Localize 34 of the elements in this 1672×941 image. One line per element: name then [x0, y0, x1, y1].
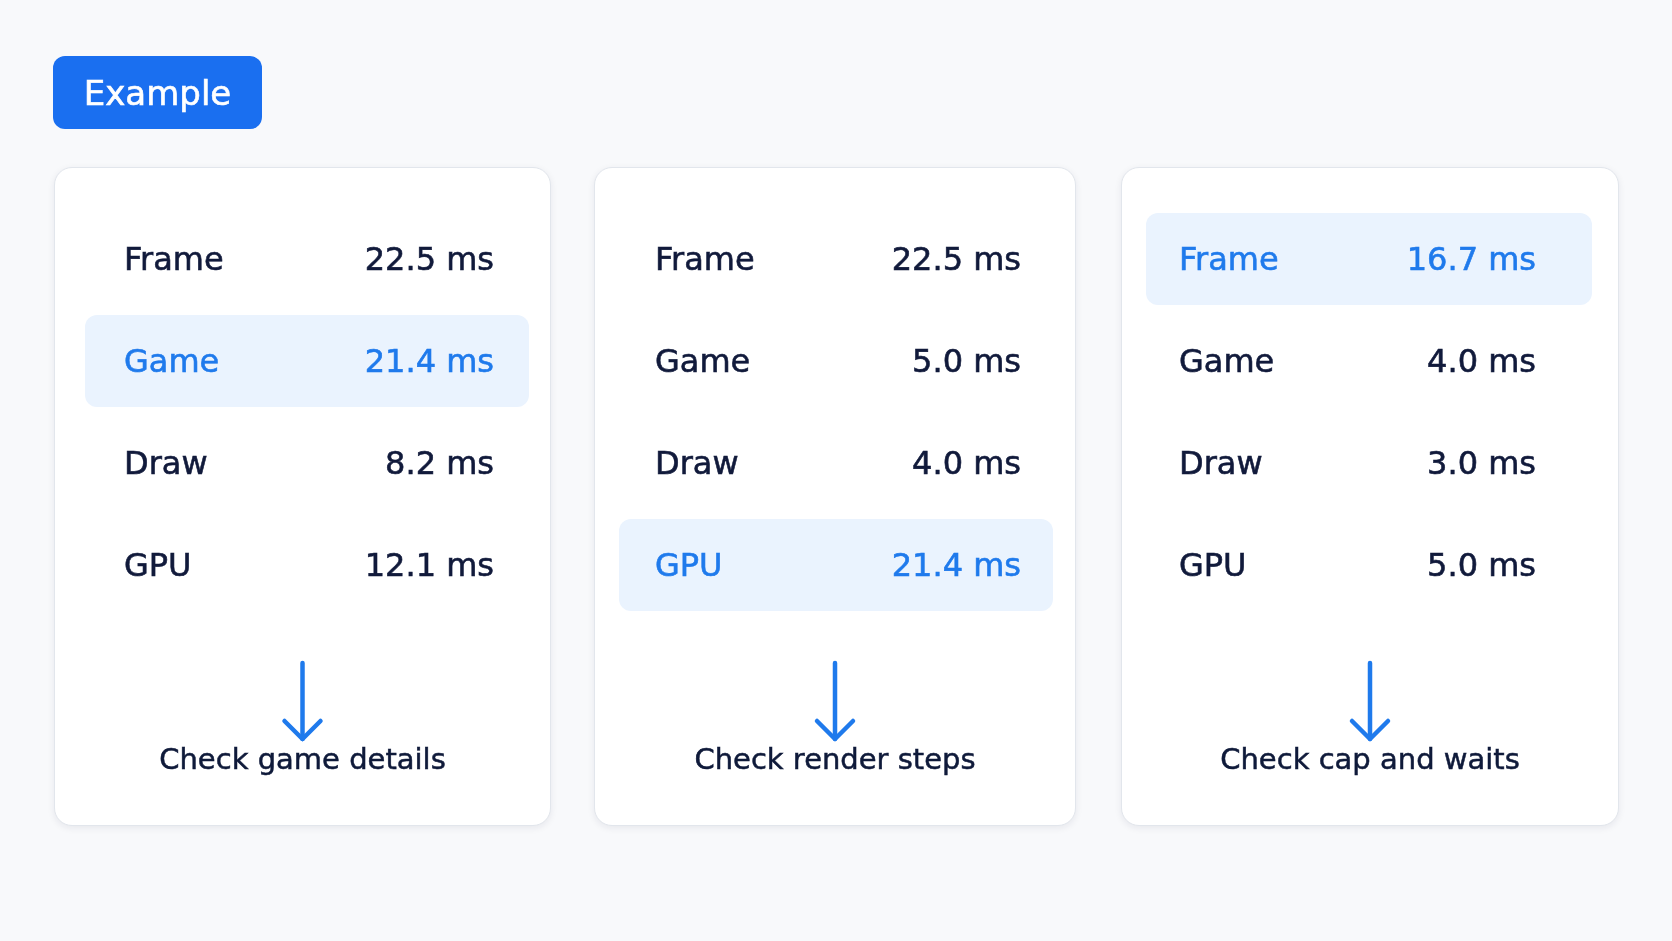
action-text: Check render steps — [694, 741, 976, 779]
arrow — [282, 660, 323, 742]
card-panel — [594, 167, 1076, 826]
metric-label: Game — [124, 341, 220, 381]
metric-label: Frame — [124, 239, 224, 279]
metric-value: 5.0 ms — [1427, 545, 1536, 585]
metric-value: 5.0 ms — [912, 341, 1021, 381]
metric-label: GPU — [655, 545, 723, 585]
card-panel — [1121, 167, 1619, 826]
action-text: Check cap and waits — [1220, 741, 1520, 779]
metric-value: 12.1 ms — [364, 545, 494, 585]
metric-label: Frame — [1179, 239, 1279, 279]
arrow — [814, 660, 856, 742]
action-text: Check game details — [159, 741, 446, 779]
metric-value: 4.0 ms — [912, 443, 1021, 483]
metric-label: GPU — [1179, 545, 1247, 585]
metric-value: 21.4 ms — [891, 545, 1021, 585]
metric-label: Game — [1179, 341, 1275, 381]
arrow — [1349, 660, 1391, 742]
card-panel — [54, 167, 551, 826]
metric-label: Game — [655, 341, 751, 381]
metric-label: GPU — [124, 545, 192, 585]
metric-label: Draw — [655, 443, 739, 483]
metric-label: Frame — [655, 239, 755, 279]
metric-value: 16.7 ms — [1406, 239, 1536, 279]
metric-value: 3.0 ms — [1427, 443, 1536, 483]
metric-label: Draw — [1179, 443, 1263, 483]
tag-badge: Example — [53, 56, 262, 129]
metric-value: 8.2 ms — [385, 443, 494, 483]
metric-value: 4.0 ms — [1427, 341, 1536, 381]
metric-value: 21.4 ms — [364, 341, 494, 381]
metric-value: 22.5 ms — [891, 239, 1021, 279]
metric-label: Draw — [124, 443, 208, 483]
metric-value: 22.5 ms — [364, 239, 494, 279]
